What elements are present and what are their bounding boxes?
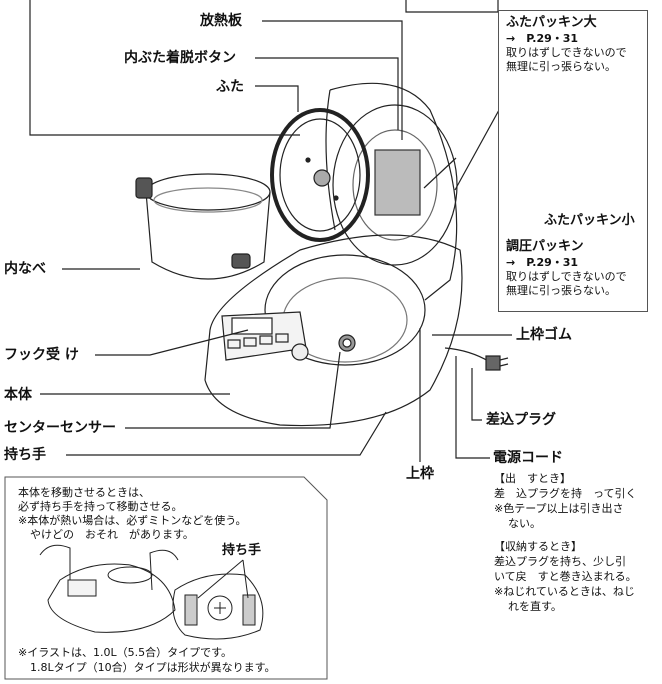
lid-packing-ref: → P.29・31	[506, 32, 578, 46]
pressure-packing-ref: → P.29・31	[506, 256, 578, 270]
lid-packing-note-1: 取りはずしできないので	[506, 46, 627, 60]
handle-label: 持ち手	[4, 448, 46, 462]
inner-pot-icon	[136, 174, 270, 279]
plug-label: 差込プラグ	[486, 413, 556, 427]
cord-store-line-2: いて戻 すと巻き込まれる。	[494, 570, 637, 584]
carry-note-line-1: 本体を移動させるときは、	[18, 486, 150, 500]
heat-plate-leader-frame	[30, 0, 300, 135]
top-frame-line	[406, 0, 498, 12]
cord-pull-heading: 【出 すとき】	[494, 472, 571, 486]
lid-packing-large-title: ふたパッキン大	[506, 16, 597, 29]
lid-packing-small-label: ふたパッキン小	[544, 214, 635, 227]
lid-label: ふた	[216, 80, 244, 94]
leader-heat-plate	[262, 21, 402, 140]
cord-store-line-4: れを直す。	[508, 600, 562, 614]
carry-note-line-4: やけどの おそれ があります。	[30, 528, 194, 542]
power-cord-label: 電源コード	[493, 451, 563, 465]
carry-note-line-2: 必ず持ち手を持って移動させる。	[18, 500, 182, 514]
carry-note-footnote-1: ※イラストは、1.0L（5.5合）タイプです。	[18, 646, 232, 660]
cord-store-line-1: 差込プラグを持ち、少し引	[494, 555, 626, 569]
carry-note-footnote-2: 1.8Lタイプ（10合）タイプは形状が異なります。	[30, 661, 276, 675]
cord-pull-line-3: ない。	[508, 517, 541, 531]
cord-pull-line-2: ※色テープ以上は引き出さ	[494, 502, 624, 516]
pressure-packing-title: 調圧パッキン	[506, 240, 584, 253]
power-cord-icon	[445, 348, 508, 370]
leader-plug	[472, 368, 482, 420]
hook-receiver-label: フック受 け	[4, 348, 79, 362]
leader-lid	[255, 86, 298, 112]
bottom-handle-label: 持ち手	[222, 544, 261, 557]
leader-power-cord	[456, 356, 490, 458]
pressure-packing-note-1: 取りはずしできないので	[506, 270, 627, 284]
body-label: 本体	[4, 388, 32, 402]
lid-packing-note-2: 無理に引っ張らない。	[506, 60, 616, 74]
inner-pot-label: 内なべ	[4, 262, 46, 276]
cord-pull-line-1: 差 込プラグを持 って引く	[494, 487, 636, 501]
pressure-packing-note-2: 無理に引っ張らない。	[506, 284, 616, 298]
upper-frame-label: 上枠	[406, 467, 434, 481]
heat-plate-label: 放熱板	[200, 14, 242, 28]
leader-center-sensor	[125, 352, 340, 428]
cord-store-heading: 【収納するとき】	[494, 540, 582, 554]
open-lid-icon	[326, 83, 457, 300]
center-sensor-label: センターセンサー	[4, 421, 116, 435]
upper-frame-rubber-label: 上枠ゴム	[516, 328, 572, 342]
carry-note-line-3: ※本体が熱い場合は、必ずミトンなどを使う。	[18, 514, 247, 528]
cord-store-line-3: ※ねじれているときは、ねじ	[494, 585, 635, 599]
inner-lid-button-label: 内ぶた着脱ボタン	[124, 51, 236, 65]
